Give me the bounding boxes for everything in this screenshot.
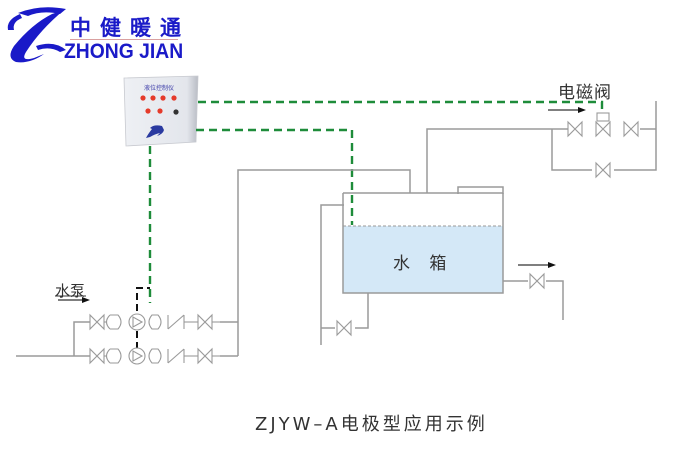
arrow-right-icon (58, 297, 90, 303)
signal-line-tank (196, 128, 354, 225)
control-box-panel-label: 液位控制仪 (144, 85, 175, 92)
pump-groups (104, 313, 220, 365)
logo-chinese-name: 中健暖通 (70, 16, 190, 40)
arrow-right-icon (518, 262, 556, 268)
pump-control-line (136, 287, 150, 348)
arrow-right-icon (548, 107, 586, 113)
water-pump-label: 水泵 (55, 282, 86, 300)
gate-valve-icon (336, 319, 352, 337)
flex-joint-icon (105, 314, 122, 330)
flex-joint-icon (105, 348, 122, 364)
logo-english-name: ZHONG JIAN (64, 40, 184, 63)
solenoid-valve-label: 电磁阀 (558, 83, 612, 103)
gate-valve-icon (529, 272, 545, 290)
gate-valve-icon (623, 120, 639, 138)
gate-valve-icon (595, 161, 611, 179)
gate-valve-icon (89, 347, 105, 365)
logo-mark-icon (7, 7, 66, 63)
check-valve-icon (167, 314, 185, 330)
indicator-lights (140, 95, 179, 115)
pipes (16, 101, 657, 357)
pump-unit-1 (105, 313, 185, 331)
water-tank (342, 192, 504, 294)
water-tank-label: 水 箱 (393, 254, 447, 274)
logo-divider (70, 39, 178, 40)
gate-valve-icon (567, 120, 583, 138)
gate-valve-icon (89, 313, 105, 331)
signal-lines (148, 100, 604, 303)
control-box (123, 75, 199, 147)
solenoid-valve-icon (595, 120, 611, 138)
gate-valve-icon (197, 347, 213, 365)
valves (89, 112, 639, 365)
flex-joint-icon (148, 348, 162, 364)
box-logo-icon (146, 125, 164, 138)
flow-arrows (58, 107, 586, 303)
pump-unit-2 (105, 347, 185, 365)
solenoid-actuator-icon (596, 112, 610, 122)
signal-line-solenoid (198, 100, 604, 118)
gate-valve-icon (197, 313, 213, 331)
diagram-caption: ZJYW–A电极型应用示例 (255, 414, 488, 435)
check-valve-icon (167, 348, 185, 364)
flex-joint-icon (148, 314, 162, 330)
